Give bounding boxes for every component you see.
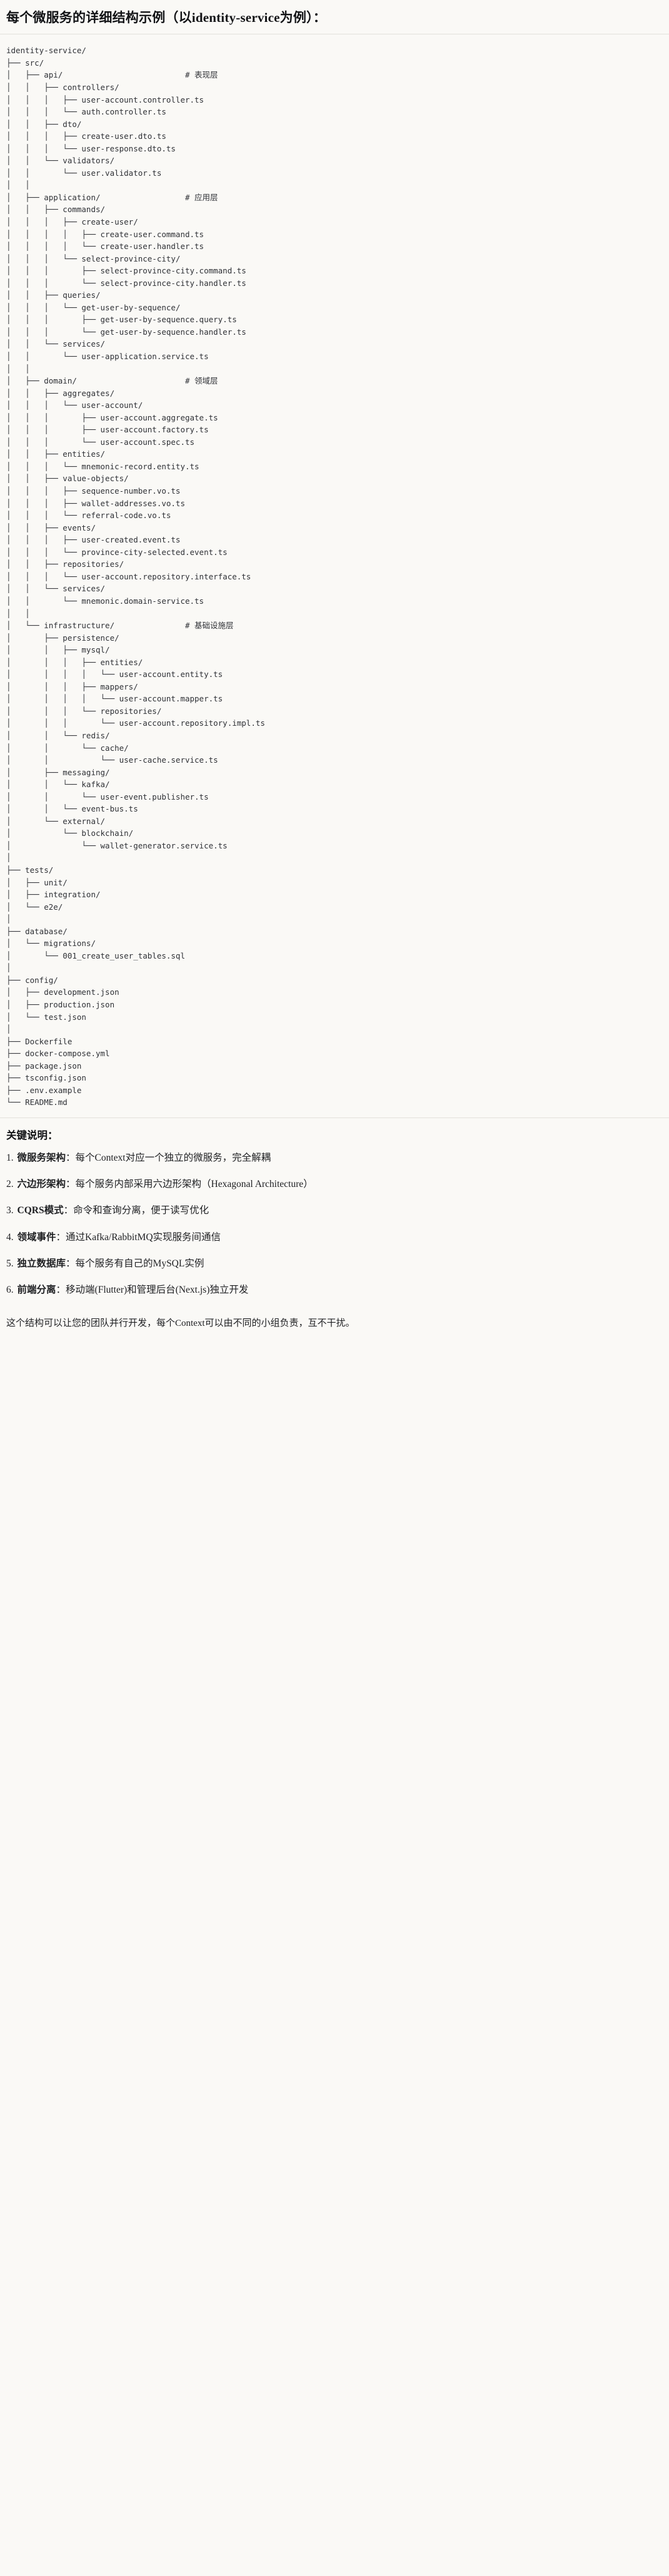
note-description: 每个服务有自己的MySQL实例 <box>75 1258 204 1269</box>
footer-note: 这个结构可以让您的团队并行开发，每个Context可以由不同的小组负责，互不干扰… <box>6 1318 355 1329</box>
note-term: 领域事件 <box>17 1231 56 1243</box>
note-separator: ： <box>66 1258 76 1269</box>
list-item: 2. 六边形架构：每个服务内部采用六边形架构（Hexagonal Archite… <box>6 1177 663 1191</box>
note-separator: ： <box>56 1285 66 1296</box>
page-root: 每个微服务的详细结构示例（以identity-service为例）： ident… <box>0 0 669 1329</box>
note-description: 移动端(Flutter)和管理后台(Next.js)独立开发 <box>66 1285 249 1296</box>
note-term: 独立数据库 <box>17 1258 66 1269</box>
note-separator: ： <box>66 1152 76 1163</box>
note-term: 六边形架构 <box>17 1179 66 1190</box>
list-item: 3. CQRS模式：命令和查询分离，便于读写优化 <box>6 1203 663 1218</box>
note-separator: ： <box>56 1231 66 1243</box>
key-notes-section: 关键说明： 1. 微服务架构：每个Context对应一个独立的微服务，完全解耦 … <box>0 1118 669 1316</box>
note-separator: ： <box>63 1205 74 1216</box>
note-term: CQRS模式 <box>17 1205 64 1216</box>
note-description: 每个服务内部采用六边形架构（Hexagonal Architecture） <box>75 1179 313 1190</box>
list-item: 4. 领域事件：通过Kafka/RabbitMQ实现服务间通信 <box>6 1230 663 1245</box>
list-item: 6. 前端分离：移动端(Flutter)和管理后台(Next.js)独立开发 <box>6 1283 663 1297</box>
note-description: 通过Kafka/RabbitMQ实现服务间通信 <box>66 1231 221 1243</box>
page-title: 每个微服务的详细结构示例（以identity-service为例）： <box>6 10 326 25</box>
key-notes-list: 1. 微服务架构：每个Context对应一个独立的微服务，完全解耦 2. 六边形… <box>6 1151 663 1298</box>
note-description: 命令和查询分离，便于读写优化 <box>73 1205 209 1216</box>
note-term: 前端分离 <box>17 1285 56 1296</box>
directory-tree: identity-service/ ├── src/ │ ├── api/ # … <box>6 46 265 1107</box>
document-header: 每个微服务的详细结构示例（以identity-service为例）： <box>0 0 669 35</box>
key-notes-title: 关键说明： <box>6 1129 58 1141</box>
directory-tree-block: identity-service/ ├── src/ │ ├── api/ # … <box>0 34 669 1118</box>
list-item: 5. 独立数据库：每个服务有自己的MySQL实例 <box>6 1256 663 1271</box>
note-index: 3. <box>6 1205 14 1216</box>
list-item: 1. 微服务架构：每个Context对应一个独立的微服务，完全解耦 <box>6 1151 663 1165</box>
note-index: 1. <box>6 1152 14 1163</box>
note-index: 2. <box>6 1179 14 1190</box>
note-index: 6. <box>6 1285 14 1296</box>
note-term: 微服务架构 <box>17 1152 66 1163</box>
note-index: 4. <box>6 1231 14 1243</box>
note-description: 每个Context对应一个独立的微服务，完全解耦 <box>75 1152 271 1163</box>
note-index: 5. <box>6 1258 14 1269</box>
note-separator: ： <box>66 1179 76 1190</box>
